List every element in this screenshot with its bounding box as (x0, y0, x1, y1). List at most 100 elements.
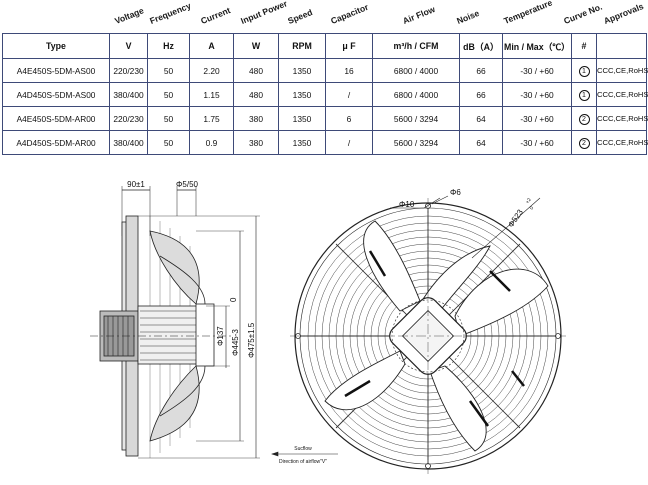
cell-type: A4E450S-5DM-AR00 (2, 106, 110, 131)
cell-curve: 2 (571, 130, 597, 155)
blade-front (429, 365, 487, 452)
blade-front (454, 268, 549, 337)
unit-speed: RPM (278, 33, 326, 59)
blade-lower (149, 365, 200, 442)
unit-voltage: V (109, 33, 148, 59)
unit-row: Type V Hz A W RPM μ F m³/h / CFM dB（A） M… (2, 33, 647, 59)
hub-cap (195, 303, 215, 367)
dim-137: Φ137 (216, 326, 225, 346)
cell-frequency: 50 (147, 106, 190, 131)
cell-current: 1.15 (189, 82, 234, 107)
cell-capacitor: / (325, 130, 373, 155)
cell-approvals: CCC,CE,RoHS (596, 106, 648, 131)
cell-voltage: 220/230 (109, 106, 148, 131)
unit-temperature: Min / Max（℃） (502, 33, 572, 59)
direction-label-top: Sucflow (294, 446, 312, 452)
header-curve-no: Curve No. (562, 1, 604, 27)
unit-airflow: m³/h / CFM (372, 33, 460, 59)
spec-table-section: Voltage Frequency Current Input Power Sp… (0, 0, 648, 175)
cell-noise: 66 (459, 82, 503, 107)
drawing-canvas: 90±1 Φ5/50 Φ137 Φ445-3 Φ475±1.5 0 Sucflo… (90, 180, 566, 474)
cell-approvals: CCC,CE,RoHS (596, 82, 648, 107)
blade-edge (159, 365, 206, 417)
dim-zero: 0 (229, 297, 238, 302)
unit-frequency: Hz (147, 33, 190, 59)
cell-capacitor: 6 (325, 106, 373, 131)
cell-noise: 64 (459, 106, 503, 131)
blade-front (363, 220, 421, 312)
cell-speed: 1350 (278, 106, 326, 131)
cell-temperature: -30 / +60 (502, 106, 572, 131)
motor-center (401, 309, 455, 363)
table-row: A4E450S-5DM-AS00 220/230 50 2.20 480 135… (2, 58, 648, 83)
unit-curve: # (571, 33, 597, 59)
cell-speed: 1350 (278, 130, 326, 155)
cell-capacitor: 16 (325, 58, 373, 83)
cell-noise: 64 (459, 130, 503, 155)
header-current: Current (199, 5, 232, 26)
header-frequency: Frequency (148, 0, 193, 27)
curve-number-circle: 1 (578, 65, 590, 77)
hub-fins (140, 310, 200, 361)
cell-speed: 1350 (278, 82, 326, 107)
cell-voltage: 380/400 (109, 82, 148, 107)
cell-curve: 2 (571, 106, 597, 131)
cell-current: 1.75 (189, 106, 234, 131)
direction-arrow (271, 451, 279, 457)
cell-airflow: 5600 / 3294 (372, 130, 460, 155)
dim-6: Φ6 (450, 188, 461, 197)
table-row: A4D450S-5DM-AR00 380/400 50 0.9 380 1350… (2, 130, 648, 155)
header-temperature: Temperature (502, 0, 554, 27)
cell-curve: 1 (571, 82, 597, 107)
dim-10: Φ10 (399, 200, 415, 209)
dim-475: Φ475±1.5 (247, 322, 256, 358)
header-air-flow: Air Flow (401, 4, 437, 26)
cell-current: 2.20 (189, 58, 234, 83)
header-approvals: Approvals (602, 0, 645, 26)
blade-edge (159, 255, 206, 305)
cell-speed: 1350 (278, 58, 326, 83)
curve-number-circle: 2 (578, 137, 590, 149)
cell-approvals: CCC,CE,RoHS (596, 58, 648, 83)
cell-temperature: -30 / +60 (502, 130, 572, 155)
blade-upper (149, 230, 200, 305)
front-view (290, 195, 566, 474)
dim-445: Φ445-3 (231, 329, 240, 356)
cell-frequency: 50 (147, 58, 190, 83)
cell-capacitor: / (325, 82, 373, 107)
spec-table: Type V Hz A W RPM μ F m³/h / CFM dB（A） M… (2, 33, 648, 155)
header-voltage: Voltage (113, 5, 146, 26)
direction-label-bottom: Direction of airflow"V" (279, 459, 327, 465)
unit-approvals (596, 33, 647, 59)
blade-front (419, 245, 491, 312)
unit-power: W (233, 33, 279, 59)
cell-airflow: 6800 / 4000 (372, 82, 460, 107)
blade-slots (344, 250, 525, 427)
table-row: A4E450S-5DM-AR00 220/230 50 1.75 380 135… (2, 106, 648, 131)
cell-power: 480 (233, 58, 279, 83)
cell-frequency: 50 (147, 82, 190, 107)
cell-current: 0.9 (189, 130, 234, 155)
cell-voltage: 220/230 (109, 58, 148, 83)
dim-90: 90±1 (127, 180, 145, 189)
unit-type: Type (2, 33, 110, 59)
leader-10-b (423, 197, 441, 209)
header-speed: Speed (286, 7, 314, 27)
cell-type: A4D450S-5DM-AR00 (2, 130, 110, 155)
dim-523-tolerance-lower: 0 (529, 205, 536, 211)
cell-voltage: 380/400 (109, 130, 148, 155)
cell-power: 380 (233, 106, 279, 131)
cell-frequency: 50 (147, 130, 190, 155)
cell-curve: 1 (571, 58, 597, 83)
cell-approvals: CCC,CE,RoHS (596, 130, 648, 155)
table-row: A4D450S-5DM-AS00 380/400 50 1.15 480 135… (2, 82, 648, 107)
cell-type: A4E450S-5DM-AS00 (2, 58, 110, 83)
dim-523: Φ523 (506, 207, 525, 229)
unit-capacitor: μ F (325, 33, 373, 59)
cell-airflow: 5600 / 3294 (372, 106, 460, 131)
leader-6 (431, 195, 449, 205)
blade-front (324, 350, 406, 411)
cell-airflow: 6800 / 4000 (372, 58, 460, 83)
unit-noise: dB（A） (459, 33, 503, 59)
motor-fins-ring (391, 299, 465, 373)
